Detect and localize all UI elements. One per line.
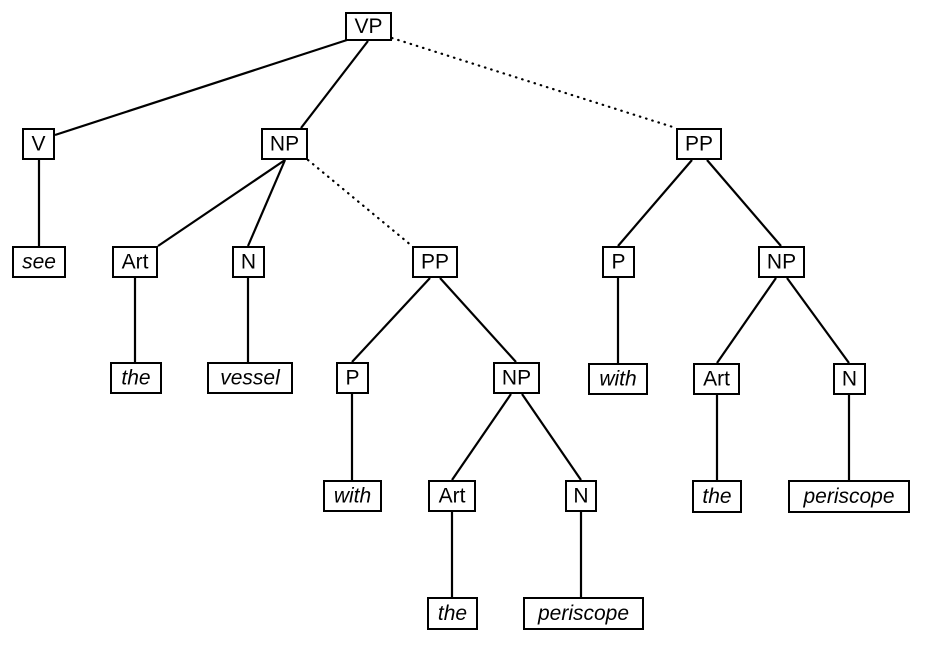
tree-node-v[interactable]: V (22, 128, 55, 160)
node-box-p_mid (336, 362, 369, 394)
tree-node-np1[interactable]: NP (261, 128, 308, 160)
node-box-n_mid (565, 480, 597, 512)
node-box-vessel (207, 362, 293, 394)
node-box-pp_right (676, 128, 722, 160)
tree-edge-np1-n1 (246, 159, 287, 247)
tree-node-n_mid[interactable]: N (565, 480, 597, 512)
tree-edge-vp-np1 (300, 40, 369, 129)
tree-edge-pp-mid-np (439, 277, 517, 363)
tree-node-art1[interactable]: Art (112, 246, 158, 278)
tree-node-persc_m[interactable]: periscope (523, 597, 644, 630)
node-label-pp_right: PP (685, 133, 713, 156)
node-label-the_r: the (702, 485, 731, 508)
node-label-persc_m: periscope (537, 602, 629, 625)
node-box-with_m (323, 480, 382, 512)
tree-node-vp[interactable]: VP (345, 12, 392, 41)
tree-node-np_right[interactable]: NP (758, 246, 805, 278)
node-box-see (12, 246, 66, 278)
tree-edge-vp-v (54, 38, 348, 137)
node-label-np_right: NP (767, 251, 796, 274)
node-box-art_mid (428, 480, 476, 512)
tree-node-np_mid[interactable]: NP (493, 362, 540, 394)
tree-edge-np-right-art (716, 277, 777, 364)
node-box-pp_mid (412, 246, 458, 278)
node-label-v: V (31, 133, 45, 156)
node-label-np1: NP (270, 133, 299, 156)
tree-node-p_mid[interactable]: P (336, 362, 369, 394)
tree-node-pp_mid[interactable]: PP (412, 246, 458, 278)
node-box-persc_m (523, 597, 644, 630)
tree-node-n_right[interactable]: N (833, 363, 866, 395)
node-box-n_right (833, 363, 866, 395)
tree-node-art_mid[interactable]: Art (428, 480, 476, 512)
node-label-n1: N (241, 251, 256, 274)
node-box-persc_r (788, 480, 910, 513)
tree-edge-pp-right-p (617, 159, 693, 247)
tree-node-vessel[interactable]: vessel (207, 362, 293, 394)
tree-edge-pp-mid-p (351, 277, 431, 363)
node-label-the_m: the (438, 602, 467, 625)
node-box-vp (345, 12, 392, 41)
node-box-the_r (692, 480, 742, 513)
tree-node-art_right[interactable]: Art (693, 363, 740, 395)
tree-node-p_right[interactable]: P (602, 246, 635, 278)
node-label-art_mid: Art (439, 485, 466, 508)
node-box-with_r (588, 363, 648, 395)
node-label-vp: VP (354, 15, 382, 38)
tree-node-pp_right[interactable]: PP (676, 128, 722, 160)
tree-node-the_r[interactable]: the (692, 480, 742, 513)
tree-edge-np1-pp-mid (306, 158, 414, 248)
node-label-the1: the (121, 367, 150, 390)
node-label-see: see (22, 251, 56, 274)
node-label-p_mid: P (345, 367, 359, 390)
node-label-with_m: with (334, 485, 371, 508)
tree-node-see[interactable]: see (12, 246, 66, 278)
tree-node-n1[interactable]: N (232, 246, 265, 278)
node-box-art1 (112, 246, 158, 278)
node-label-vessel: vessel (220, 367, 281, 390)
node-box-np_mid (493, 362, 540, 394)
tree-node-with_m[interactable]: with (323, 480, 382, 512)
tree-edge-np-mid-n (521, 393, 582, 481)
node-label-with_r: with (599, 368, 636, 391)
tree-node-persc_r[interactable]: periscope (788, 480, 910, 513)
node-box-the_m (427, 597, 478, 630)
node-label-n_mid: N (573, 485, 588, 508)
tree-edge-pp-right-np (706, 159, 782, 247)
node-box-np_right (758, 246, 805, 278)
tree-edge-np-mid-art (451, 393, 512, 481)
tree-edges-layer (37, 36, 851, 597)
node-box-np1 (261, 128, 308, 160)
node-label-persc_r: periscope (802, 485, 894, 508)
node-label-pp_mid: PP (421, 251, 449, 274)
node-label-np_mid: NP (502, 367, 531, 390)
node-label-art1: Art (122, 251, 149, 274)
node-box-p_right (602, 246, 635, 278)
tree-edge-vp-pp-right (390, 36, 678, 130)
node-box-art_right (693, 363, 740, 395)
tree-edge-np-right-n (786, 277, 850, 364)
node-label-art_right: Art (703, 368, 730, 391)
node-box-v (22, 128, 55, 160)
node-label-n_right: N (842, 368, 857, 391)
tree-edge-np1-art1 (157, 159, 286, 247)
node-label-p_right: P (611, 251, 625, 274)
tree-node-the_m[interactable]: the (427, 597, 478, 630)
tree-node-with_r[interactable]: with (588, 363, 648, 395)
node-box-the1 (110, 362, 162, 394)
tree-node-the1[interactable]: the (110, 362, 162, 394)
node-box-n1 (232, 246, 265, 278)
